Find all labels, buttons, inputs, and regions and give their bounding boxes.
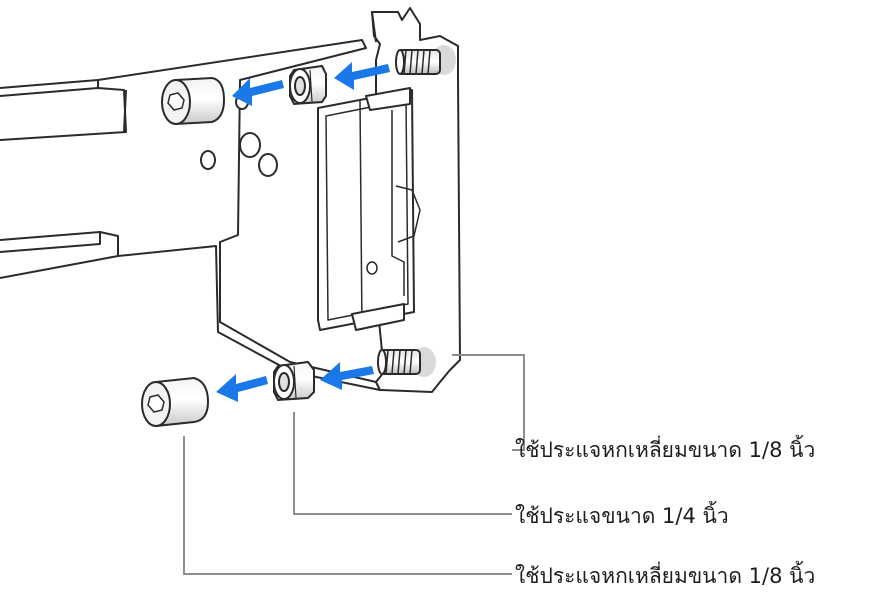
hole-1 xyxy=(239,132,261,158)
callout-line-wrench xyxy=(293,412,512,515)
rail-holes xyxy=(200,94,278,177)
hole-3 xyxy=(200,150,216,170)
callout-lines xyxy=(183,354,525,575)
bottom-stud-screw xyxy=(377,347,436,377)
callout-line-hex-key-top xyxy=(452,354,525,451)
arrow-top-right-icon xyxy=(334,62,390,90)
mounting-bracket xyxy=(317,7,461,393)
arrow-bottom-right-icon xyxy=(320,362,374,390)
rail-arm xyxy=(0,39,381,391)
arrow-top-left-icon xyxy=(232,78,284,106)
callout-hex-key-bottom-label: ใช้ประแจหกเหลี่ยมขนาด 1/8 นิ้ว xyxy=(515,564,816,588)
bottom-cap-hex-screw xyxy=(141,376,210,428)
removal-arrows xyxy=(216,62,390,402)
bottom-nut xyxy=(273,360,315,402)
top-nut xyxy=(289,64,327,106)
top-stud-screw xyxy=(395,45,456,75)
callout-line-hex-key-bottom xyxy=(183,436,512,575)
top-cap-hex-screw xyxy=(161,76,226,126)
hole-2 xyxy=(258,153,278,177)
callout-hex-key-top-label: ใช้ประแจหกเหลี่ยมขนาด 1/8 นิ้ว xyxy=(515,438,816,462)
arrow-bottom-left-icon xyxy=(216,374,268,402)
callout-wrench-label: ใช้ประแจขนาด 1/4 นิ้ว xyxy=(515,504,729,528)
